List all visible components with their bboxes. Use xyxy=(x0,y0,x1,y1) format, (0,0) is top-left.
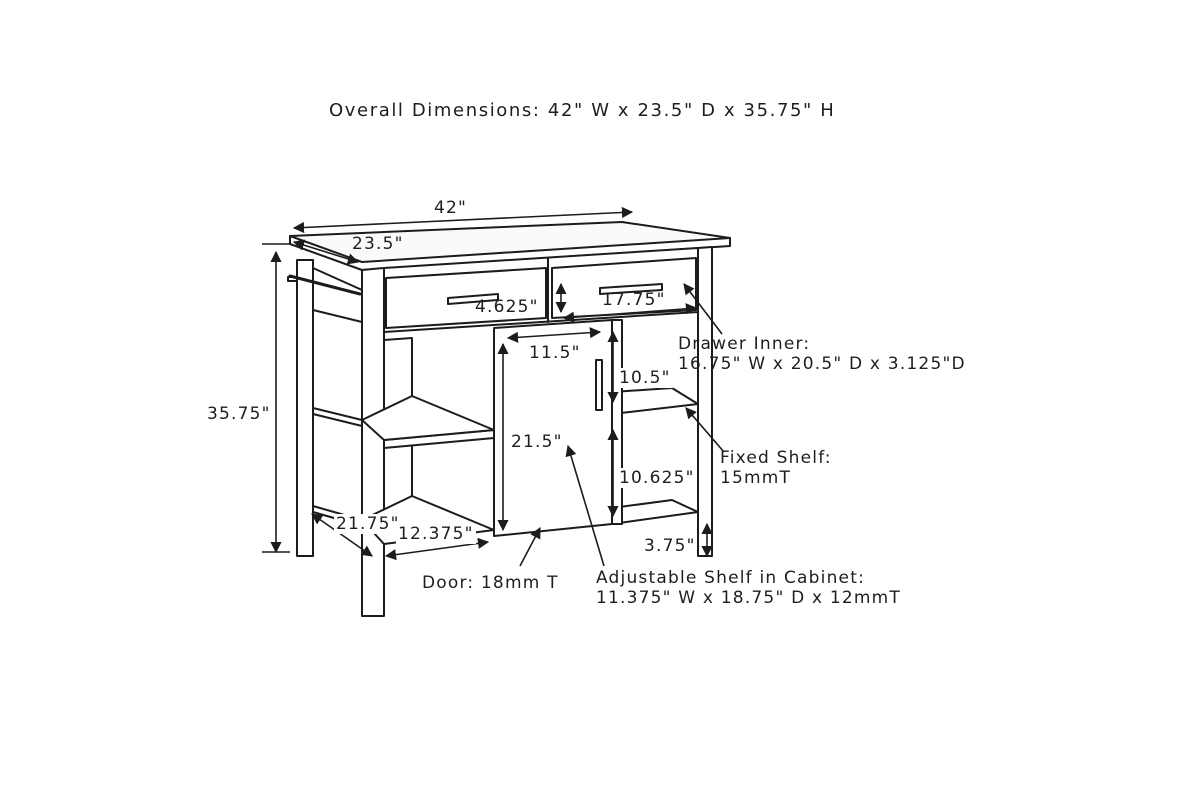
width-label: 42" xyxy=(434,198,468,218)
right-drawer-handle xyxy=(599,283,663,295)
bottom-depth-label: 21.75" xyxy=(334,514,402,534)
dim-cabinet-width-line xyxy=(506,327,602,343)
cabinet-height-label: 21.5" xyxy=(509,432,565,452)
leader-fixed-shelf xyxy=(685,407,725,453)
drawer-inner-value: 16.75" W x 20.5" D x 3.125"D xyxy=(678,354,966,374)
height-label: 35.75" xyxy=(207,404,271,424)
dim-bottom-depth-line xyxy=(311,513,373,557)
adjustable-shelf-value: 11.375" W x 18.75" D x 12mmT xyxy=(596,588,901,608)
right-bay-shelf-mid xyxy=(611,387,699,415)
side-opening-lower-label: 10.625" xyxy=(617,468,697,488)
fixed-shelf-value: 15mmT xyxy=(720,468,792,488)
dim-drawer-width-line xyxy=(562,303,698,323)
overall-dimensions-title: Overall Dimensions: 42" W x 23.5" D x 35… xyxy=(329,100,836,121)
side-opening-upper-label: 10.5" xyxy=(617,368,673,388)
fixed-shelf-title: Fixed Shelf: xyxy=(720,448,832,468)
dim-depth-line xyxy=(292,239,360,265)
front-left-leg xyxy=(361,267,385,617)
leader-adjustable-shelf xyxy=(565,444,605,567)
drawer-height-label: 4.625" xyxy=(475,297,539,317)
drawer-left-front xyxy=(385,267,547,329)
left-side-shelf-upper xyxy=(312,407,363,427)
adjustable-shelf-title: Adjustable Shelf in Cabinet: xyxy=(596,568,866,588)
leader-door xyxy=(519,527,541,567)
bottom-width-label: 12.375" xyxy=(396,524,476,544)
dim-bottom-width-line xyxy=(384,537,490,561)
right-bay-shelf-bottom xyxy=(611,499,699,525)
left-drawer-handle xyxy=(447,293,499,305)
depth-label: 23.5" xyxy=(352,234,404,254)
leader-lines xyxy=(519,283,725,567)
towel-bar-rod xyxy=(288,274,362,296)
door-callout: Door: 18mm T xyxy=(422,573,559,593)
drawer-inner-title: Drawer Inner: xyxy=(678,334,811,354)
dim-width-line xyxy=(292,206,634,234)
dimension-lines xyxy=(262,206,713,561)
leg-clearance-label: 3.75" xyxy=(644,536,696,556)
cabinet-width-label: 11.5" xyxy=(527,343,583,363)
leader-drawer-inner xyxy=(683,283,723,335)
left-side-apron xyxy=(312,267,363,323)
left-back-leg xyxy=(296,259,314,557)
drawer-width-label: 17.75" xyxy=(602,290,666,310)
island-outline xyxy=(287,221,731,617)
front-right-leg xyxy=(697,246,713,557)
door-handle xyxy=(595,359,603,411)
